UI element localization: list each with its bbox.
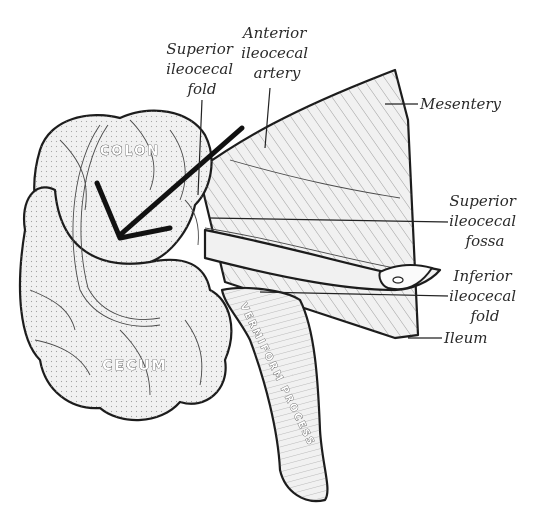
taenia-band: [72, 124, 161, 327]
label-superior-ileocecal-fold: Superior ileocecal fold: [166, 40, 238, 98]
superior-fold-edge: [184, 199, 199, 246]
label-inferior-ileocecal-fold: Inferior ileocecal fold: [449, 267, 521, 325]
taenia-band-inner: [80, 124, 161, 320]
label-anterior-ileocecal-artery: Anterior ileocecal artery: [241, 24, 313, 82]
label-cecum: CECUM: [102, 358, 167, 374]
ileum-shape: [203, 228, 442, 292]
vermiform-process-shape: [220, 286, 329, 503]
leader-superior-fossa: [209, 217, 449, 223]
label-ileum: Ileum: [443, 329, 487, 347]
leader-superior-fold: [197, 99, 203, 196]
leader-inferior-fold: [259, 291, 449, 297]
pointer-arrow: [94, 125, 245, 241]
label-mesentery: Mesentery: [419, 95, 502, 113]
label-colon: COLON: [100, 144, 160, 159]
leader-anterior-artery: [264, 87, 271, 149]
label-superior-ileocecal-fossa: Superior ileocecal fossa: [449, 192, 521, 250]
